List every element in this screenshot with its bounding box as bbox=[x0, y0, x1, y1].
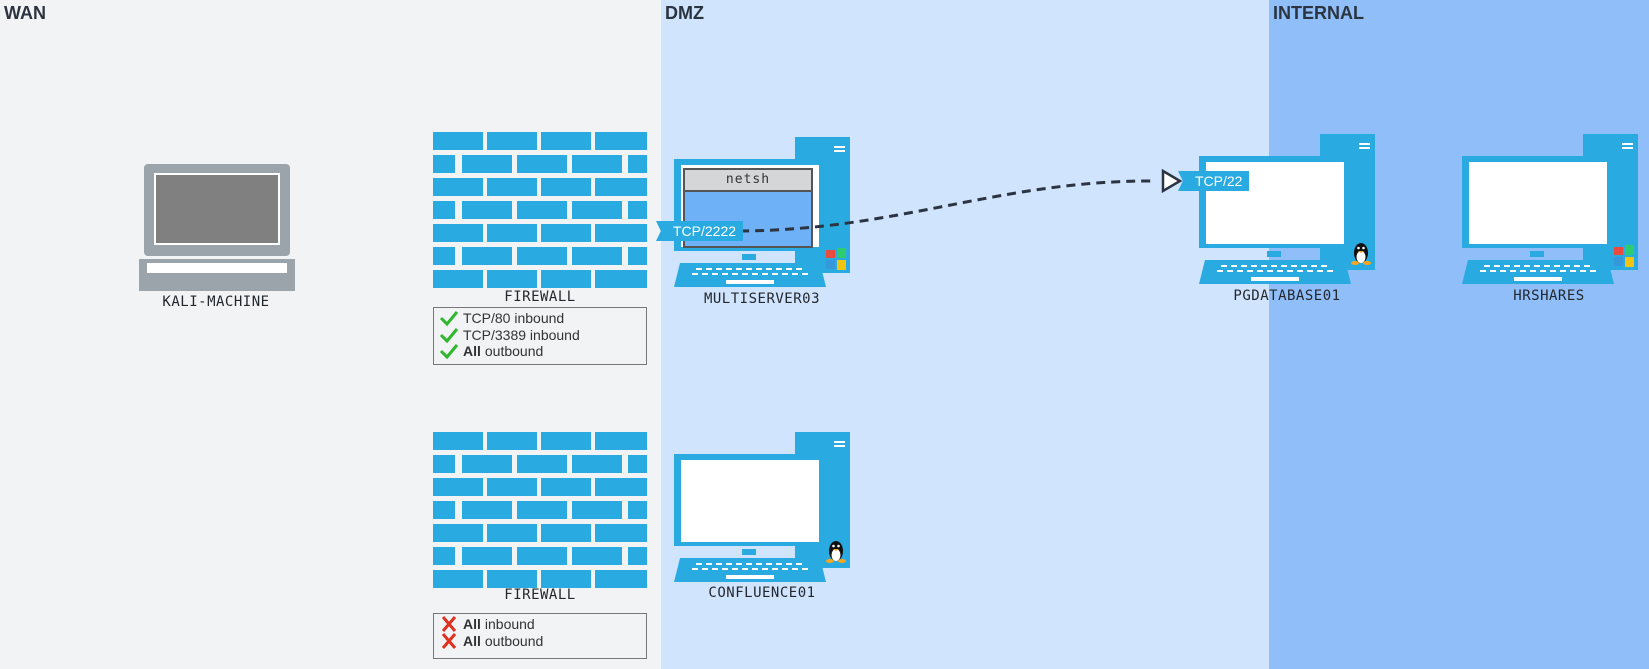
cross-icon bbox=[440, 616, 458, 633]
node-label-firewall-top: FIREWALL bbox=[504, 289, 576, 305]
node-label-pgdatabase: PGDATABASE01 bbox=[1233, 288, 1341, 304]
firewall-rule: TCP/80 inbound bbox=[439, 310, 640, 327]
windows-icon bbox=[1614, 245, 1634, 267]
linux-icon bbox=[1351, 243, 1371, 265]
check-icon bbox=[439, 327, 459, 343]
node-label-hrshares: HRSHARES bbox=[1513, 288, 1585, 304]
check-icon bbox=[439, 343, 459, 360]
windows-icon bbox=[826, 248, 846, 270]
port-label-tcp22: TCP/22 bbox=[1188, 171, 1250, 191]
check-icon bbox=[439, 310, 459, 327]
netsh-window: netsh bbox=[683, 168, 813, 248]
zone-title-wan: WAN bbox=[4, 3, 46, 23]
dmz-zone: DMZ bbox=[661, 0, 1269, 669]
node-label-confluence: CONFLUENCE01 bbox=[708, 585, 816, 601]
server-computer-icon bbox=[674, 432, 850, 582]
node-label-firewall-bottom: FIREWALL bbox=[504, 587, 576, 603]
netsh-title: netsh bbox=[685, 170, 811, 192]
linux-icon bbox=[826, 541, 846, 563]
node-label-multiserver: MULTISERVER03 bbox=[703, 291, 821, 307]
node-label-kali: KALI-MACHINE bbox=[162, 294, 270, 310]
internal-zone: INTERNAL bbox=[1269, 0, 1649, 669]
zone-title-internal: INTERNAL bbox=[1273, 3, 1364, 23]
laptop-icon bbox=[139, 164, 295, 291]
firewall-rule: TCP/3389 inbound bbox=[439, 327, 640, 344]
firewall-icon bbox=[433, 432, 647, 588]
zone-title-dmz: DMZ bbox=[665, 3, 704, 23]
server-computer-icon bbox=[1462, 134, 1638, 284]
firewall-icon bbox=[433, 132, 647, 288]
cross-icon bbox=[440, 632, 458, 649]
port-label-tcp2222: TCP/2222 bbox=[666, 221, 744, 241]
